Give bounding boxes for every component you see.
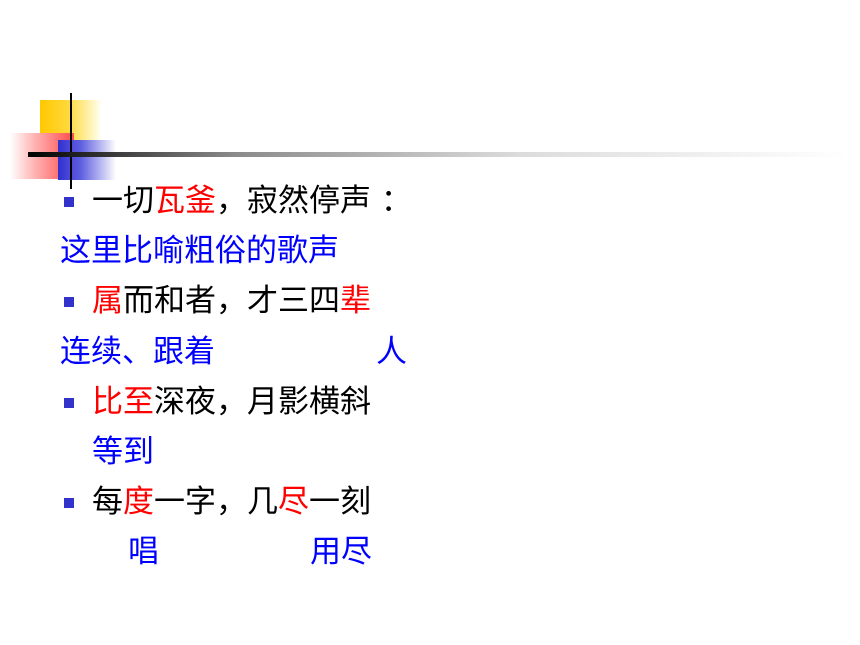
bullet-icon <box>64 197 74 207</box>
highlight-text: 属 <box>92 283 123 319</box>
plain-text: 深夜，月影横斜 <box>154 384 371 420</box>
decor-vertical-line <box>70 93 72 189</box>
decor-title-rule <box>28 152 848 157</box>
bullet-icon <box>64 398 74 408</box>
highlight-text: 比至 <box>92 384 154 420</box>
annotation-line-1: 这里比喻粗俗的歌声 <box>60 233 339 269</box>
plain-text: 一刻 <box>309 484 371 520</box>
decor-blue-square <box>58 140 116 180</box>
bullet-icon <box>64 498 74 508</box>
highlight-text: 尽 <box>278 484 309 520</box>
annotation-line-2b: 人 <box>376 334 407 370</box>
text-line-4: 每度一字，几尽一刻 <box>92 482 371 522</box>
text-line-2: 属而和者，才三四辈 <box>92 281 371 321</box>
plain-text: 而和者，才三四 <box>123 283 340 319</box>
highlight-text: 瓦釜 <box>154 183 216 219</box>
plain-text: ，寂然停声 ： <box>216 183 412 219</box>
plain-text: 一字，几 <box>154 484 278 520</box>
annotation-line-4a: 唱 <box>128 534 159 570</box>
annotation-line-2a: 连续、跟着 <box>60 334 215 370</box>
text-line-1: 一切瓦釜，寂然停声 ： <box>92 181 412 221</box>
highlight-text: 辈 <box>340 283 371 319</box>
annotation-line-3: 等到 <box>92 434 154 470</box>
annotation-line-4b: 用尽 <box>310 534 372 570</box>
highlight-text: 度 <box>123 484 154 520</box>
plain-text: 每 <box>92 484 123 520</box>
bullet-icon <box>64 297 74 307</box>
text-line-3: 比至深夜，月影横斜 <box>92 382 371 422</box>
plain-text: 一切 <box>92 183 154 219</box>
